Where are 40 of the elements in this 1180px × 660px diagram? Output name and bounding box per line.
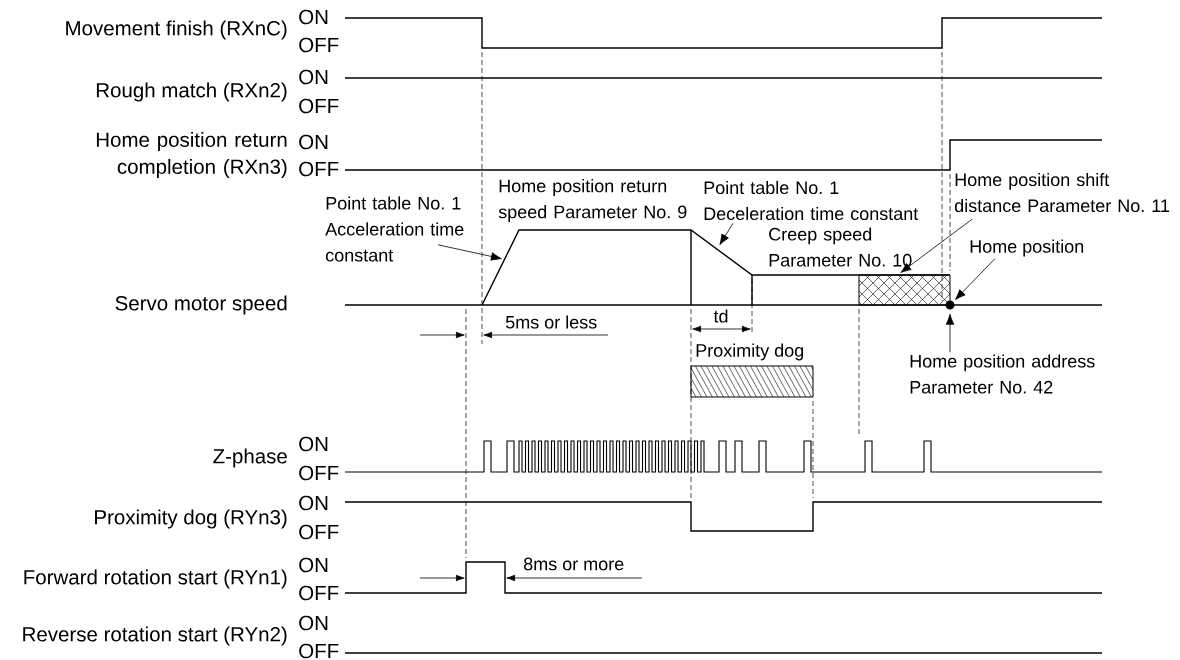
- state-label: ON: [299, 134, 328, 150]
- dimension-text: td: [713, 309, 728, 323]
- dimension-text: 8ms or more: [524, 557, 624, 571]
- state-label: OFF: [299, 643, 339, 659]
- signal-name: Rough match (RXn2): [96, 82, 287, 102]
- annotation-text: Home position return speed Parameter No. 9: [498, 179, 687, 222]
- node-label: Proximity dog: [696, 343, 804, 361]
- signal-name: Proximity dog (RYn3): [95, 509, 287, 529]
- state-label: ON: [299, 557, 328, 573]
- leader-line: [437, 244, 502, 261]
- signal-name: Home position return completion (RXn3): [96, 131, 287, 179]
- state-label: ON: [299, 495, 328, 511]
- annotation-text: Point table No. 1 Acceleration time constant: [325, 196, 464, 262]
- annotation-text: Home position: [970, 239, 1084, 257]
- dimension-text: 5ms or less: [505, 315, 597, 329]
- state-label: OFF: [299, 37, 339, 53]
- annotation-text: Home position address Parameter No. 42: [910, 354, 1095, 394]
- annotation-text: Point table No. 1 Deceleration time constant: [704, 180, 919, 221]
- signal-name: Movement finish (RXnC): [66, 20, 287, 40]
- leader-line: [955, 258, 996, 300]
- signal-name: Z-phase: [213, 448, 287, 468]
- crosshatched-area: [858, 274, 951, 306]
- annotation-text: Creep speed Parameter No. 10: [769, 227, 912, 267]
- state-label: OFF: [299, 585, 339, 601]
- leader-line: [719, 222, 734, 245]
- leader-line: [900, 218, 973, 273]
- state-label: ON: [299, 436, 328, 452]
- hatched-bar: Proximity dog: [690, 343, 814, 398]
- state-label: OFF: [299, 161, 339, 177]
- signal-name: Reverse rotation start (RYn2): [23, 626, 287, 646]
- state-label: ON: [299, 9, 328, 25]
- leader-line: [945, 313, 955, 353]
- state-label: OFF: [299, 465, 339, 481]
- annotation-text: Home position shift distance Parameter No. 11: [954, 172, 1170, 213]
- signal-name: Forward rotation start (RYn1): [24, 569, 287, 589]
- state-label: ON: [299, 69, 328, 85]
- state-label: OFF: [299, 524, 339, 540]
- state-label: ON: [299, 615, 328, 631]
- state-label: OFF: [299, 98, 339, 114]
- signal-name: Servo motor speed: [115, 295, 287, 315]
